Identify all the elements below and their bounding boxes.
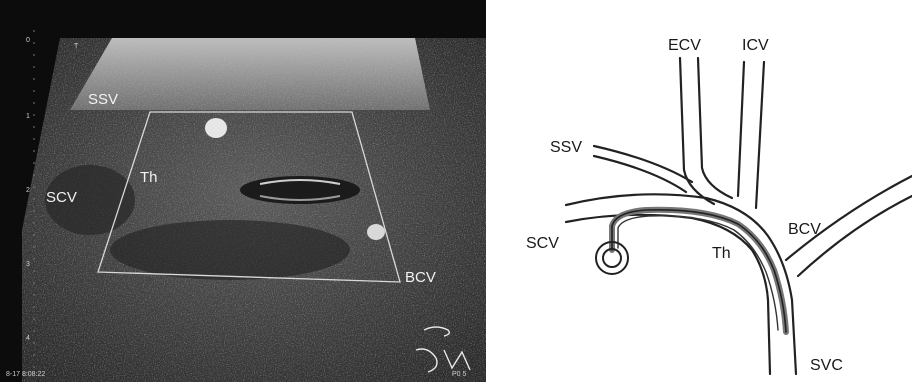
label-ssv: SSV xyxy=(550,139,582,156)
diagram-canvas: ECV ICV SSV SCV BCV Th SVC xyxy=(486,0,912,382)
scale-mark: 3 xyxy=(26,261,30,268)
scale-mark: 2 xyxy=(26,187,30,194)
thrombus xyxy=(612,210,786,332)
ultrasound-canvas: 0 1 2 3 4 T SSV SCV Th BCV 8-17 8:08:22 … xyxy=(0,0,486,382)
ecv-vessel xyxy=(698,58,732,198)
catheter-line xyxy=(612,210,786,332)
label-th: Th xyxy=(712,245,731,262)
label-ecv: ECV xyxy=(668,37,701,54)
scv-svc-vessel xyxy=(566,194,796,374)
label-scv: SCV xyxy=(46,189,77,206)
label-scv: SCV xyxy=(526,235,559,252)
catheter-line xyxy=(618,216,778,330)
label-bcv: BCV xyxy=(788,221,821,238)
probe-orientation-mark: T xyxy=(74,43,79,50)
ssv-vessel xyxy=(594,146,692,182)
venous-schematic: ECV ICV SSV SCV BCV Th SVC xyxy=(486,0,912,382)
deep-lumen xyxy=(110,220,350,280)
footer-page: P0 5 xyxy=(452,371,467,378)
bcv-vessel xyxy=(786,176,912,260)
label-svc: SVC xyxy=(810,357,843,374)
ssv-vessel xyxy=(594,156,686,192)
label-icv: ICV xyxy=(742,37,769,54)
bright-echo xyxy=(205,118,227,138)
icv-vessel xyxy=(756,62,764,208)
footer-timestamp: 8-17 8:08:22 xyxy=(6,371,45,378)
scale-mark: 1 xyxy=(26,113,30,120)
label-ssv: SSV xyxy=(88,91,118,108)
icv-vessel xyxy=(738,62,744,196)
label-th: Th xyxy=(140,169,158,186)
scale-mark: 0 xyxy=(26,37,30,44)
scv-svc-vessel xyxy=(566,215,770,374)
scale-mark: 4 xyxy=(26,335,30,342)
label-bcv: BCV xyxy=(405,269,436,286)
bright-echo xyxy=(367,224,385,240)
ultrasound-image: 0 1 2 3 4 T SSV SCV Th BCV 8-17 8:08:22 … xyxy=(0,0,486,382)
